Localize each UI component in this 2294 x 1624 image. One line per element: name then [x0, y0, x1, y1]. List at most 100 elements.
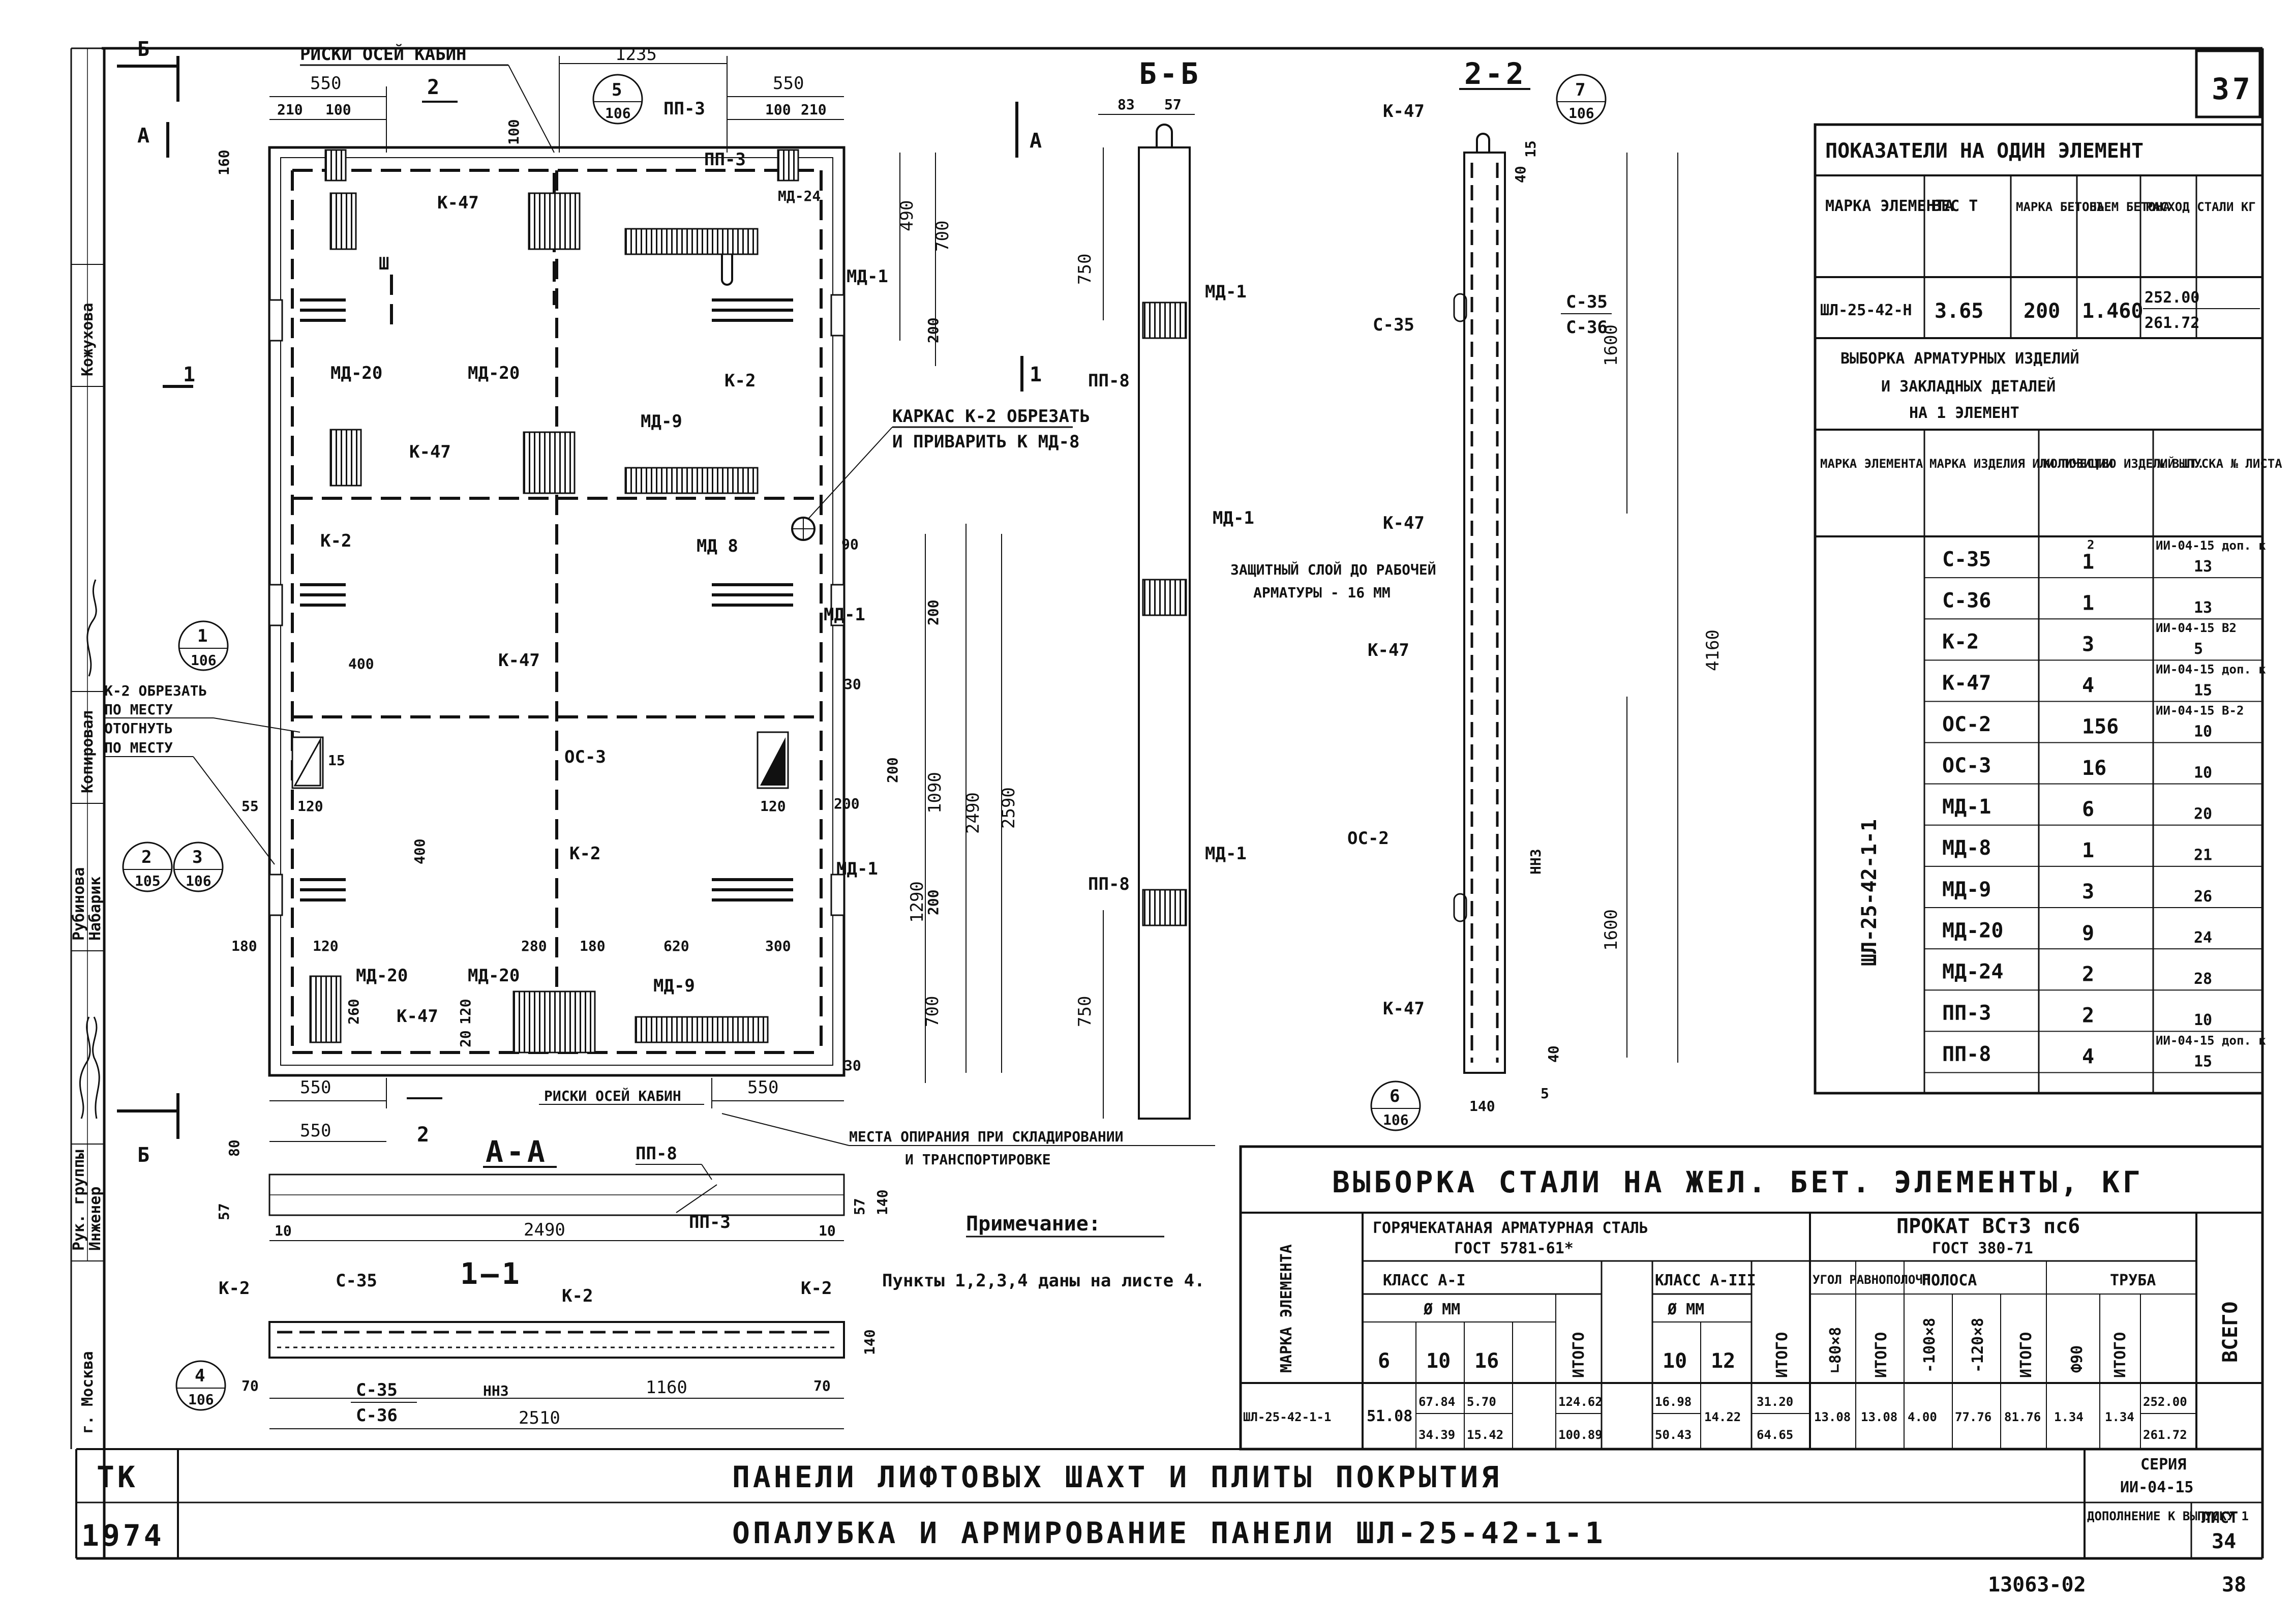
items-row-ref: 15	[2194, 681, 2212, 699]
s22-dim-40-top: 40	[1512, 166, 1529, 183]
items-row-ref-top: ИИ-04-15 доп. к	[2156, 662, 2266, 676]
items-row-ref: 13	[2194, 599, 2212, 617]
items-row-mark: МД-8	[1942, 836, 1991, 860]
dim-100-left: 100	[325, 101, 351, 118]
steel-text: ВЫБОРКА СТАЛИ НА ЖЕЛ. БЕТ. ЭЛЕМЕНТЫ, КГ …	[1243, 1165, 2242, 1442]
note-block: Примечание: Пункты 1,2,3,4 даны на листе…	[882, 1212, 1205, 1291]
steel-total-a1: ИТОГО	[1570, 1332, 1588, 1378]
s22-c35-left: С-35	[1373, 315, 1414, 335]
steel-row-angle: 13.08	[1814, 1410, 1851, 1424]
dim-120-b: 120	[313, 938, 339, 954]
aa-label-pp8: ПП-8	[636, 1144, 677, 1164]
sheet-year: 1974	[81, 1518, 165, 1553]
items-row-mark: ПП-3	[1942, 1002, 1991, 1025]
cabin-axes-bottom: РИСКИ ОСЕЙ КАБИН	[544, 1087, 681, 1104]
items-row-qty-top: 2	[2087, 537, 2094, 552]
cover-note-line2: АРМАТУРЫ - 16 ММ	[1253, 584, 1391, 601]
dim-30: 30	[844, 676, 861, 693]
bb-dim-57: 57	[1164, 96, 1182, 113]
items-title-2: И ЗАКЛАДНЫХ ДЕТАЛЕЙ	[1881, 377, 2056, 396]
aa-dim-10-right: 10	[819, 1222, 836, 1239]
items-title-1: ВЫБОРКА АРМАТУРНЫХ ИЗДЕЛИЙ	[1840, 349, 2079, 368]
dim-100-mid: 100	[505, 119, 522, 145]
stamp-signature-2	[92, 1016, 100, 1119]
items-row-qty: 2	[2082, 963, 2094, 986]
title-line-1: ПАНЕЛИ ЛИФТОВЫХ ШАХТ И ПЛИТЫ ПОКРЫТИЯ	[732, 1460, 1502, 1494]
s22-k47-mid: К-47	[1383, 513, 1425, 533]
items-row-ref-top: ИИ-04-15 В-2	[2156, 703, 2244, 717]
items-row-ref-top: ИИ-04-15 доп. к	[2156, 538, 2266, 553]
callout-3-top: 3	[192, 847, 202, 867]
s11-k2-left: К-2	[219, 1278, 250, 1299]
bb-pp8-b: ПП-8	[1088, 874, 1130, 894]
steel-size-10: 10	[1426, 1349, 1451, 1373]
cut-note-line1: К-2 ОБРЕЗАТЬ	[104, 682, 207, 699]
marker-b-bottom: Б	[137, 1144, 149, 1167]
s11-k2-mid: К-2	[562, 1286, 593, 1306]
steel-profile: ПРОКАТ ВСт3 пс6	[1896, 1215, 2080, 1238]
bb-dim-750-bottom: 750	[1075, 996, 1095, 1027]
steel-row-total-bottom: 261.72	[2143, 1428, 2187, 1442]
dim-1290: 1290	[907, 881, 927, 923]
items-row-ref: 24	[2194, 929, 2212, 947]
label-md9-a: МД-9	[641, 411, 682, 432]
plan-view: Б Б А А 1 1 2 2 550 1235 550 210 100 100…	[104, 38, 1090, 1167]
callout-2-top: 2	[141, 847, 152, 867]
callout-1-bottom: 106	[191, 652, 217, 669]
k2-note-line2: И ПРИВАРИТЬ К МД-8	[892, 432, 1079, 452]
steel-row-a1-6: 51.08	[1367, 1407, 1412, 1425]
s11-dim-1160: 1160	[646, 1377, 687, 1398]
dim-160: 160	[216, 149, 232, 175]
s11-dim-70-left: 70	[242, 1377, 259, 1394]
dim-2490: 2490	[963, 792, 983, 834]
label-k2-c: К-2	[569, 844, 600, 864]
label-md20-c: МД-20	[356, 966, 408, 986]
steel-hot-rolled: ГОРЯЧЕКАТАНАЯ АРМАТУРНАЯ СТАЛЬ	[1373, 1219, 1648, 1237]
steel-strip: ПОЛОСА	[1922, 1272, 1977, 1289]
indicators-text: ПОКАЗАТЕЛИ НА ОДИН ЭЛЕМЕНТ МАРКА ЭЛЕМЕНТ…	[1820, 139, 2282, 966]
items-header-ref: № ВЫПУСКА № ЛИСТА	[2157, 457, 2282, 471]
label-k2-a: К-2	[725, 371, 756, 391]
steel-dia-a1: Ø ММ	[1423, 1301, 1460, 1318]
marker-1-left: 1	[183, 363, 195, 386]
stamp-name-rubinova: Рубинова	[70, 867, 88, 941]
label-k47-top: К-47	[437, 193, 479, 213]
ind-row-steel-top: 252.00	[2145, 289, 2199, 307]
callout-4-top: 4	[195, 1366, 205, 1386]
label-md20-a: МД-20	[330, 363, 382, 383]
steel-row-a3-10-bottom: 50.43	[1655, 1428, 1692, 1442]
dim-550-top-right: 550	[773, 73, 804, 94]
marker-2-bottom: 2	[417, 1123, 429, 1147]
dim-120-a: 120	[297, 798, 323, 815]
items-row-ref: 15	[2194, 1052, 2212, 1070]
items-row-ref: 26	[2194, 888, 2212, 906]
steel-total-pipe: ИТОГО	[2111, 1332, 2129, 1378]
items-row-qty: 9	[2082, 921, 2094, 945]
items-row-mark: К-2	[1942, 630, 1979, 654]
aa-dim-2490: 2490	[524, 1220, 565, 1240]
dim-1235: 1235	[615, 44, 657, 65]
steel-hot-rolled-gost: ГОСТ 5781-61*	[1454, 1240, 1574, 1257]
dim-700-bottom: 700	[922, 996, 943, 1027]
steel-pipe: ТРУБА	[2110, 1272, 2156, 1289]
steel-dia-a3: Ø ММ	[1667, 1301, 1704, 1318]
section-11-title: 1—1	[460, 1256, 523, 1291]
items-row-mark: ОС-2	[1942, 713, 1991, 736]
bend-note-line2: ПО МЕСТУ	[104, 739, 173, 756]
cut-note-line2: ПО МЕСТУ	[104, 701, 173, 718]
items-row-qty: 1	[2082, 839, 2094, 862]
section-aa-title: А-А	[486, 1134, 548, 1169]
section-22: 2-2 7 106 6 106 К-47 С-35 С-36 С-35 К-47…	[1230, 56, 1723, 1131]
label-k47-c: К-47	[498, 650, 540, 671]
dim-200-oc3: 200	[884, 757, 901, 783]
ind-header-mark: МАРКА ЭЛЕМЕНТА	[1825, 197, 1954, 215]
label-k47-d: К-47	[397, 1006, 438, 1027]
steel-row-a3-total-top: 31.20	[1757, 1395, 1793, 1409]
aa-dim-57-right: 57	[851, 1198, 868, 1215]
dim-200-mid: 200	[925, 599, 942, 625]
s22-dim-40-bottom: 40	[1545, 1045, 1562, 1063]
items-row-mark: ПП-8	[1942, 1043, 1991, 1066]
support-note-line1: МЕСТА ОПИРАНИЯ ПРИ СКЛАДИРОВАНИИ	[849, 1128, 1123, 1145]
marker-1-right: 1	[1030, 363, 1042, 386]
